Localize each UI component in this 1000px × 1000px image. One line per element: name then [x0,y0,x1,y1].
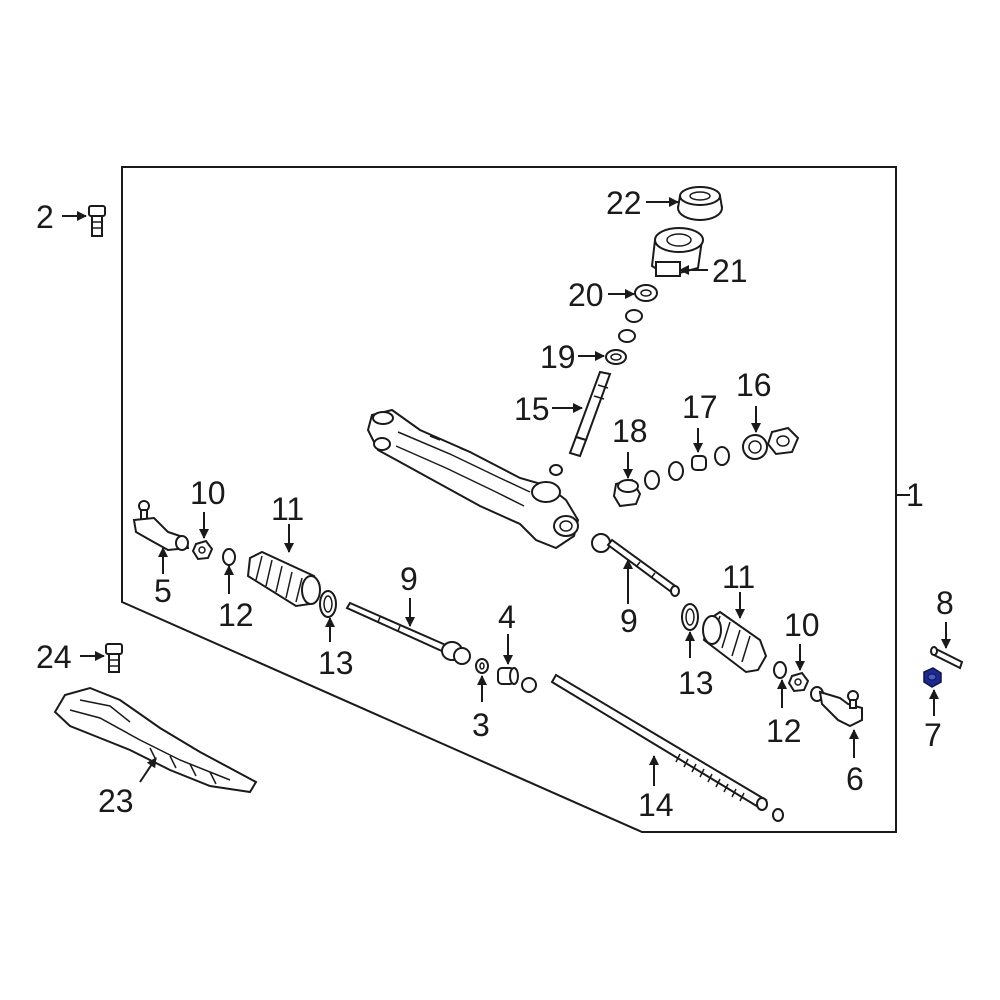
rack-housing[interactable] [366,408,580,550]
label-24: 24 [36,639,72,675]
seal-part-20[interactable] [634,284,658,302]
washer-stack [618,309,643,343]
seal-part-19[interactable] [605,349,627,365]
label-9-left: 9 [400,561,418,597]
cap-part-22[interactable] [677,186,723,221]
tie-rod-end-part-6[interactable] [810,686,863,728]
washer-part-3[interactable] [475,658,489,674]
label-6: 6 [846,761,864,797]
clamp-part-12-left[interactable] [222,548,236,566]
label-12-right: 12 [766,713,802,749]
clamp-ring-part-13-right[interactable] [681,603,699,631]
label-10-left: 10 [190,475,226,511]
inner-tie-rod-part-9-left[interactable] [345,601,471,665]
label-21: 21 [712,253,748,289]
label-20: 20 [568,277,604,313]
rack-bar-part-14[interactable] [550,673,784,822]
clamp-part-12-right[interactable] [773,661,787,679]
housing-part-21[interactable] [650,227,704,278]
label-4: 4 [498,599,516,635]
nut-part-7-highlighted[interactable] [923,667,942,688]
label-14: 14 [638,787,674,823]
pinion-shaft-part-15[interactable] [549,370,612,476]
nut-part-10-left[interactable] [191,539,214,561]
label-17: 17 [682,389,718,425]
cotter-pin-part-8[interactable] [930,646,964,670]
boot-part-11-right[interactable] [702,610,768,674]
label-2: 2 [36,199,54,235]
bolt-part-24[interactable] [105,643,123,673]
assembly-frame [121,166,897,833]
label-16: 16 [736,367,772,403]
yoke-part-16[interactable] [742,426,800,460]
clamp-ring-part-13-left[interactable] [319,590,337,618]
label-8: 8 [936,585,954,621]
spring-part-17[interactable] [691,455,707,471]
label-9-right: 9 [620,603,638,639]
inner-tie-rod-part-9-right[interactable] [591,533,680,597]
bushing-part-4[interactable] [497,667,537,693]
heat-shield-part-23[interactable] [53,686,258,794]
label-7: 7 [924,717,942,753]
label-18: 18 [612,413,648,449]
label-1: 1 [906,477,924,513]
label-19: 19 [540,339,576,375]
label-12-left: 12 [218,597,254,633]
tie-rod-end-part-5[interactable] [132,500,190,552]
label-23: 23 [98,783,134,819]
washer-series [644,446,730,490]
label-13-right: 13 [678,665,714,701]
callout-arrows [62,197,951,786]
label-3: 3 [472,707,490,743]
label-22: 22 [606,185,642,221]
bolt-part-2[interactable] [88,205,106,237]
label-10-right: 10 [784,607,820,643]
label-15: 15 [514,391,550,427]
nut-part-10-right[interactable] [787,671,810,693]
label-5: 5 [154,573,172,609]
plug-part-18[interactable] [612,478,642,508]
label-11-right: 11 [722,559,755,595]
label-13-left: 13 [318,645,354,681]
boot-part-11-left[interactable] [246,550,322,608]
label-11-left: 11 [271,491,304,527]
